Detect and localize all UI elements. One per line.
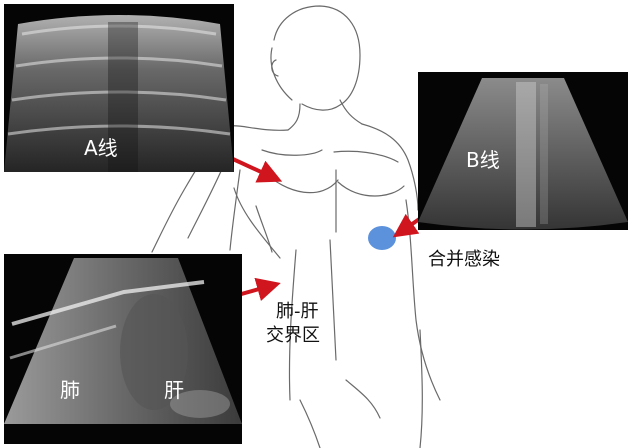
liver-label: 肝	[164, 374, 184, 403]
lung-liver-callout-line2: 交界区	[266, 324, 320, 347]
infection-lesion	[368, 226, 396, 250]
b-line-label: B线	[466, 144, 500, 173]
a-line-label: A线	[84, 132, 118, 161]
a-line-ultrasound-image: A线	[4, 4, 234, 172]
lung-liver-callout-line1: 肺-肝	[276, 300, 319, 323]
lung-label: 肺	[60, 374, 80, 403]
lung-liver-ultrasound-image: 肺 肝	[4, 254, 242, 444]
infection-callout: 合并感染	[428, 248, 500, 271]
b-line-ultrasound-image: B线	[418, 72, 628, 230]
